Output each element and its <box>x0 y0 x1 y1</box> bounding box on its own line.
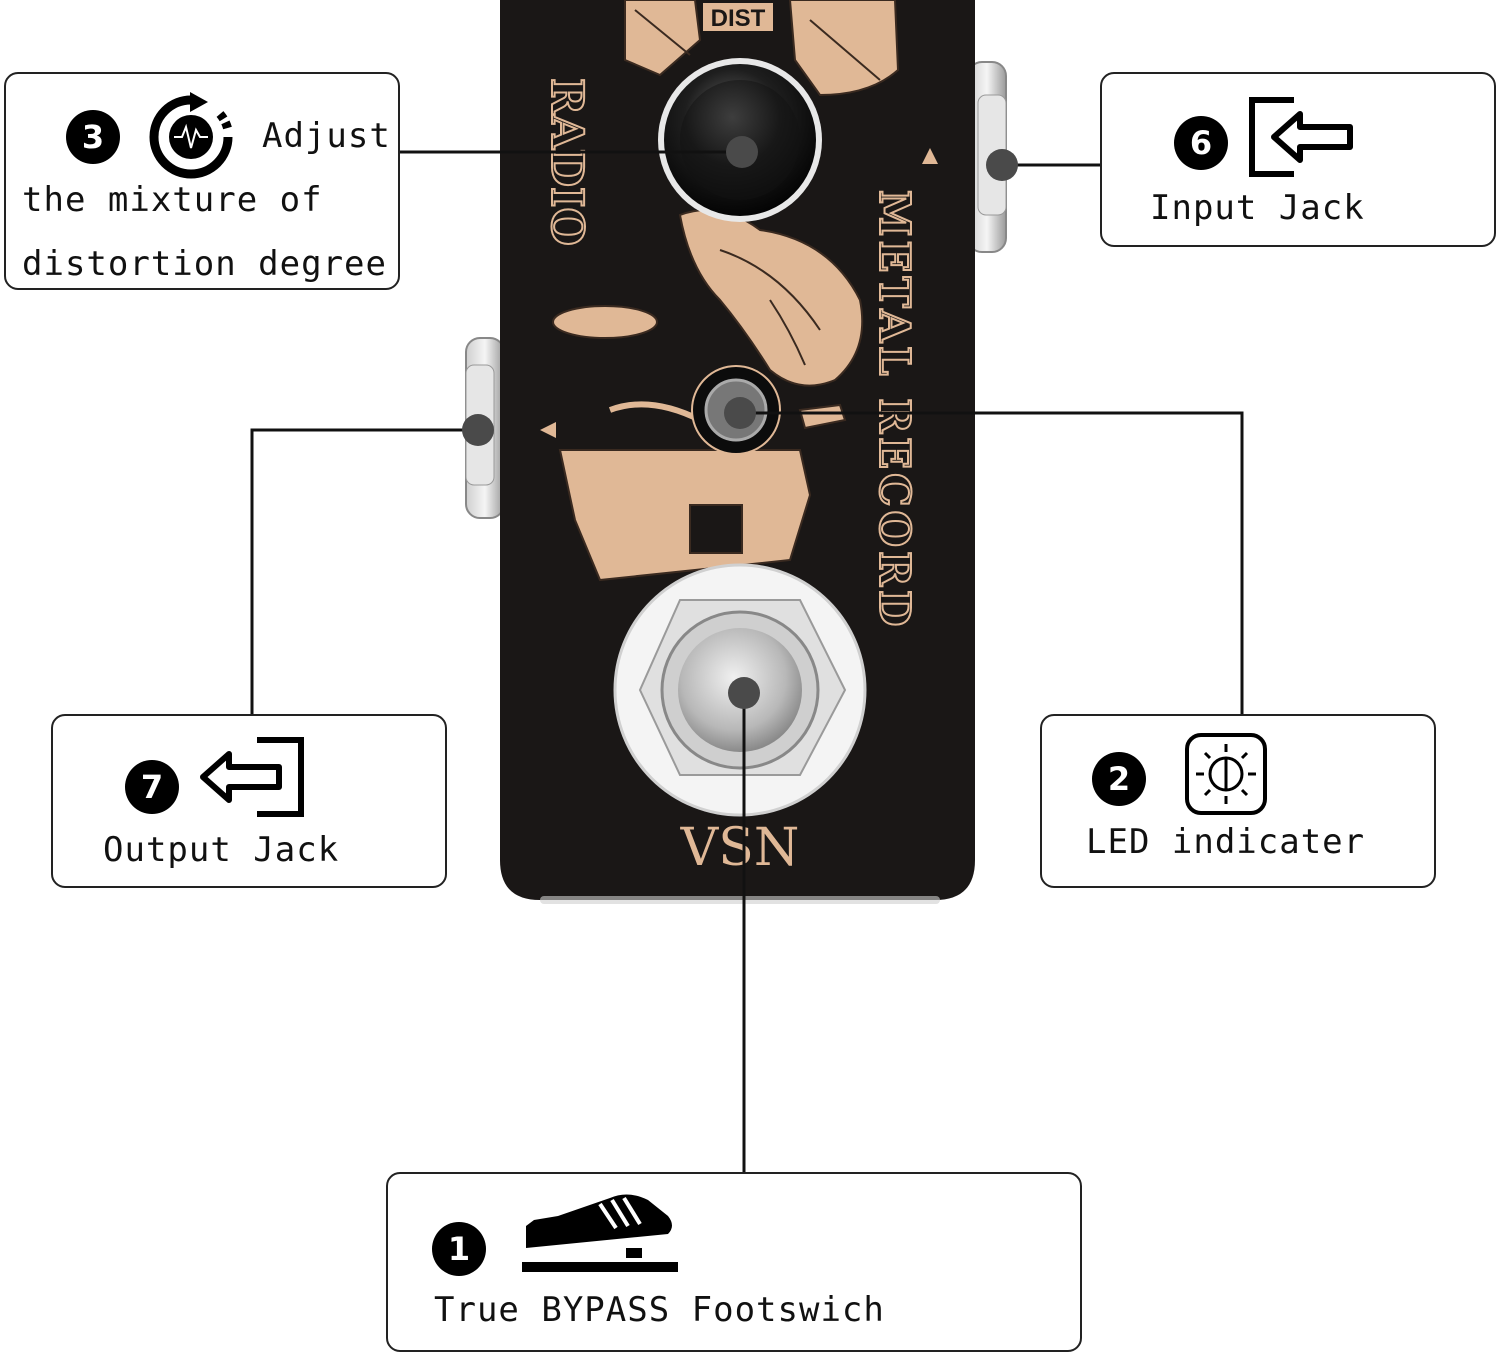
input-jack-callout: 6 Input Jack <box>1100 72 1496 247</box>
number-badge: 3 <box>66 110 120 164</box>
callout-text-line2: the mixture of <box>22 180 323 220</box>
footswitch-callout: 1 True BYPASS Footswich <box>386 1172 1082 1352</box>
callout-label: True BYPASS Footswich <box>434 1290 885 1330</box>
callout-label: Output Jack <box>103 830 340 870</box>
output-arrow-icon <box>200 737 304 817</box>
number-badge: 7 <box>125 760 179 814</box>
number-badge: 1 <box>432 1222 486 1276</box>
output-jack-callout: 7 Output Jack <box>51 714 447 888</box>
callout-label: LED indicater <box>1086 822 1366 862</box>
gramophone-artwork <box>552 209 864 582</box>
brand-logo: VSN <box>680 818 800 878</box>
radio-text: RADIO <box>541 78 592 246</box>
number-badge: 6 <box>1174 116 1228 170</box>
input-arrow-icon <box>1249 97 1353 177</box>
led-callout: 2 LED indicater <box>1040 714 1436 888</box>
model-text: METAL RECORD <box>870 190 919 630</box>
callout-text-line1: Adjust <box>262 116 391 156</box>
number-badge: 2 <box>1092 752 1146 806</box>
callout-text-line3: distortion degree <box>22 244 387 284</box>
light-bulb-icon <box>1185 733 1267 815</box>
callout-label: Input Jack <box>1150 188 1365 228</box>
foot-pedal-icon <box>522 1194 678 1272</box>
rotary-knob-icon <box>149 92 233 179</box>
radio-artwork <box>624 0 900 97</box>
distortion-callout: 3 Adjust the mixture of distortion degre… <box>4 72 400 290</box>
knob-label: DIST <box>711 5 766 32</box>
